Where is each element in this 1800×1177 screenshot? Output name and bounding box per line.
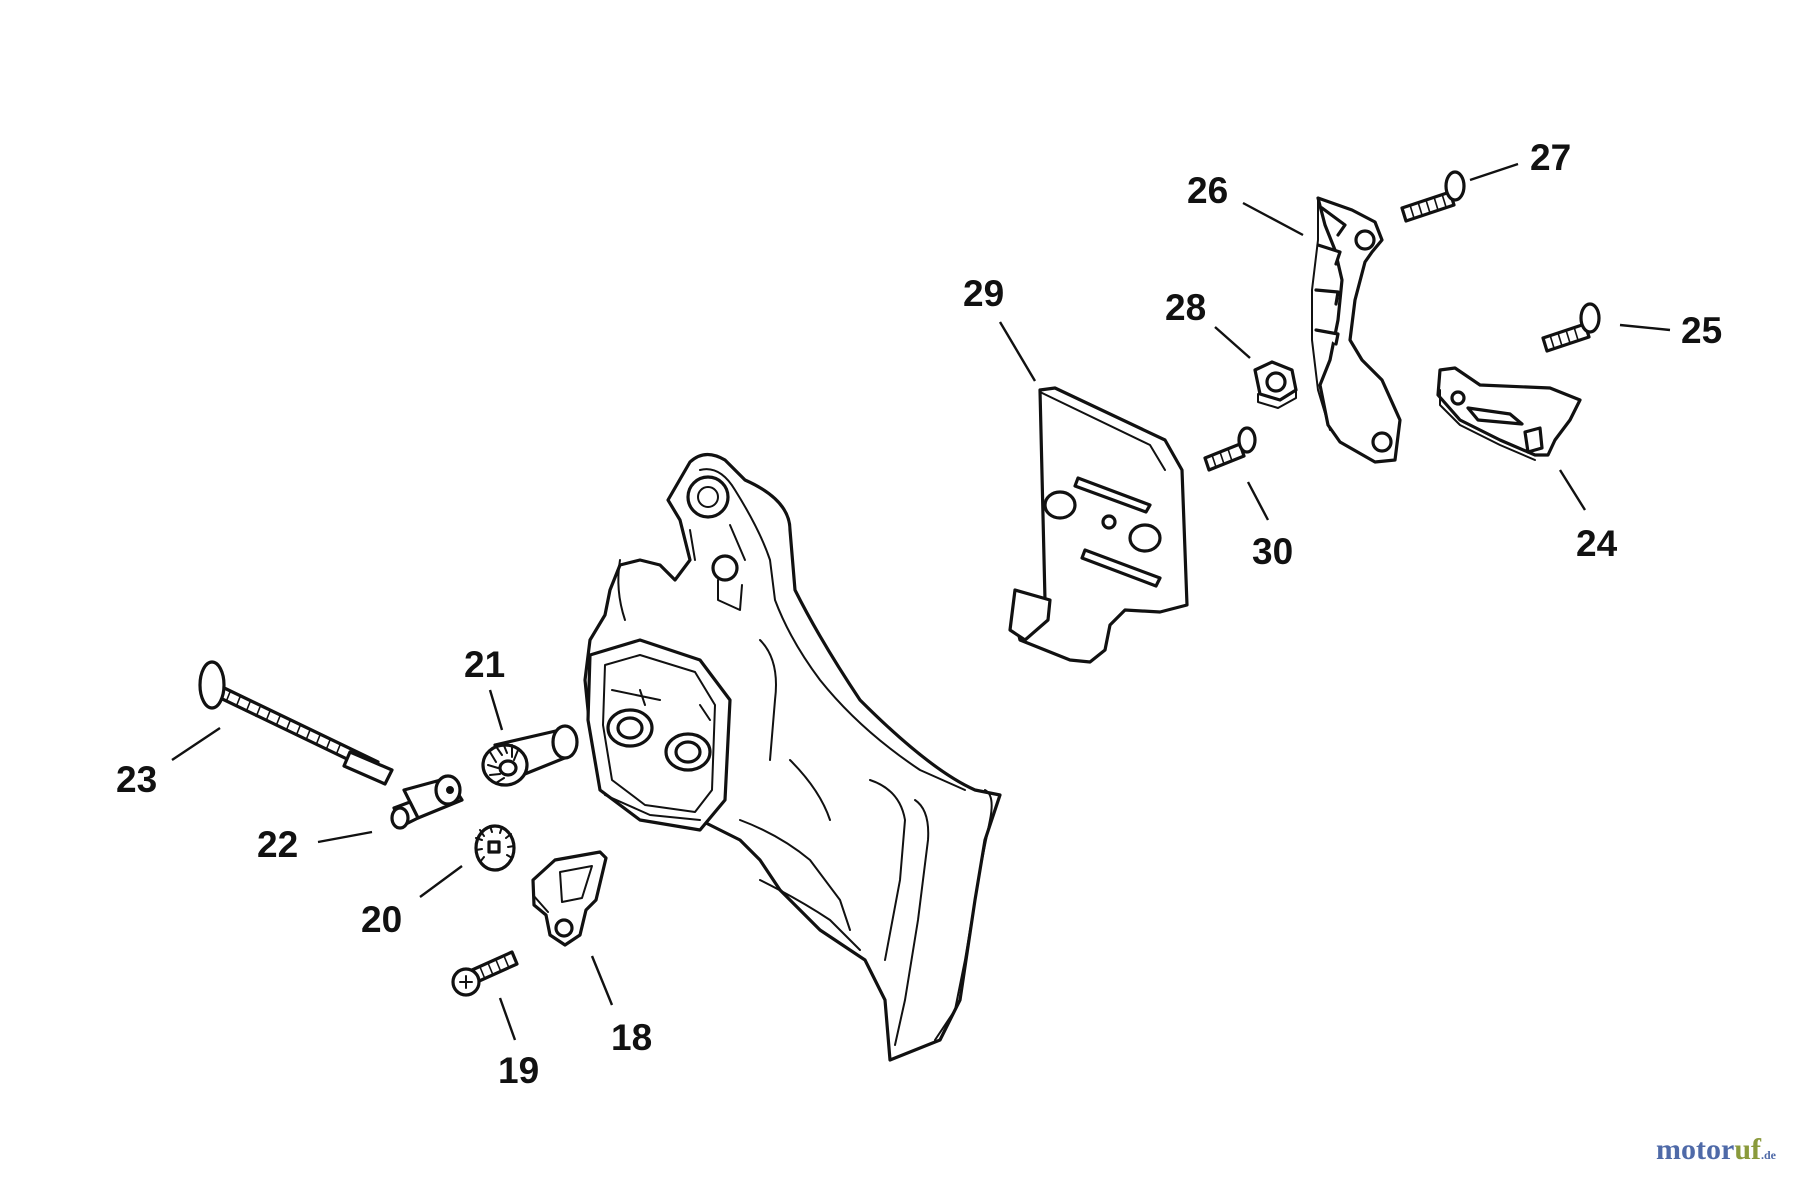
callout-24: 24	[1576, 523, 1618, 564]
leader-27	[1469, 162, 1519, 182]
callout-30: 30	[1252, 531, 1293, 572]
callout-23: 23	[116, 759, 157, 800]
callout-28: 28	[1165, 287, 1206, 328]
leader-21	[488, 689, 504, 731]
callout-18: 18	[611, 1017, 652, 1058]
leader-25	[1619, 323, 1671, 332]
leader-30	[1246, 481, 1270, 521]
adjuster-pin-22	[390, 774, 464, 830]
leader-lines	[171, 162, 1671, 1041]
watermark-suffix: .de	[1761, 1148, 1776, 1162]
bevel-gear-21	[481, 724, 579, 787]
adjusting-bolt-23	[198, 660, 394, 786]
leader-24	[1558, 469, 1587, 511]
sprocket-cover	[583, 452, 1002, 1062]
watermark-part2: uf	[1734, 1133, 1761, 1166]
callout-26: 26	[1187, 170, 1228, 211]
leader-22	[317, 830, 373, 844]
screw-25	[1541, 302, 1601, 353]
callout-29: 29	[963, 273, 1004, 314]
watermark-part1: motor	[1656, 1133, 1735, 1166]
callout-22: 22	[257, 824, 298, 865]
callout-27: 27	[1530, 137, 1571, 178]
leader-20	[419, 865, 463, 898]
screw-30	[1203, 426, 1257, 472]
callout-21: 21	[464, 644, 505, 685]
chain-guide-plate-29	[1008, 386, 1189, 664]
watermark-logo: motoruf.de	[1656, 1133, 1776, 1167]
gear-20	[474, 824, 516, 872]
leader-28	[1214, 326, 1251, 359]
callout-25: 25	[1681, 310, 1722, 351]
guide-bracket-18	[531, 850, 608, 947]
leader-23	[171, 727, 221, 761]
bumper-spike-26	[1311, 196, 1402, 464]
callout-labels: 18 19 20 21 22 23 24 25 26 27 28 29 30	[116, 137, 1722, 1091]
leader-18	[590, 955, 614, 1006]
screw-19	[451, 950, 519, 997]
screw-27	[1400, 170, 1466, 223]
nut-28	[1253, 360, 1298, 409]
plate-24	[1436, 366, 1582, 461]
callout-19: 19	[498, 1050, 539, 1091]
leader-26	[1242, 201, 1304, 237]
callout-20: 20	[361, 899, 402, 940]
leader-29	[998, 321, 1037, 382]
leader-19	[498, 997, 517, 1041]
